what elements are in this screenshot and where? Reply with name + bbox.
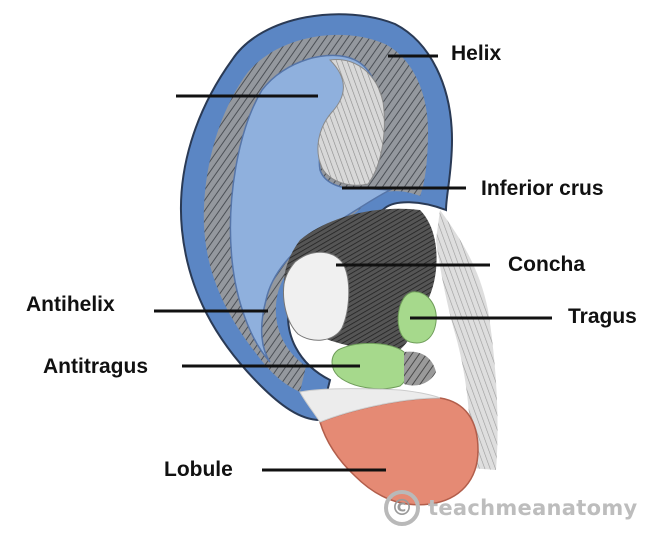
lobule-label: Lobule <box>164 458 233 481</box>
antihelix-label: Antihelix <box>26 293 115 316</box>
lower-ear-transition <box>299 388 441 423</box>
concha-label: Concha <box>508 253 586 276</box>
watermark-text: teachmeanatomy <box>428 496 638 520</box>
helix-label: Helix <box>451 42 502 65</box>
antitragus-label: Antitragus <box>43 355 148 378</box>
copyright-icon: © <box>384 490 420 526</box>
watermark: © teachmeanatomy <box>384 488 638 528</box>
tragus-label: Tragus <box>568 305 637 328</box>
concha-cavity <box>283 251 350 341</box>
antitragus-region <box>331 342 410 390</box>
intertragic-notch <box>404 351 436 386</box>
cheek-region <box>436 210 498 470</box>
triangular-fossa <box>317 59 385 186</box>
inferior-crus-label: Inferior crus <box>481 177 604 200</box>
